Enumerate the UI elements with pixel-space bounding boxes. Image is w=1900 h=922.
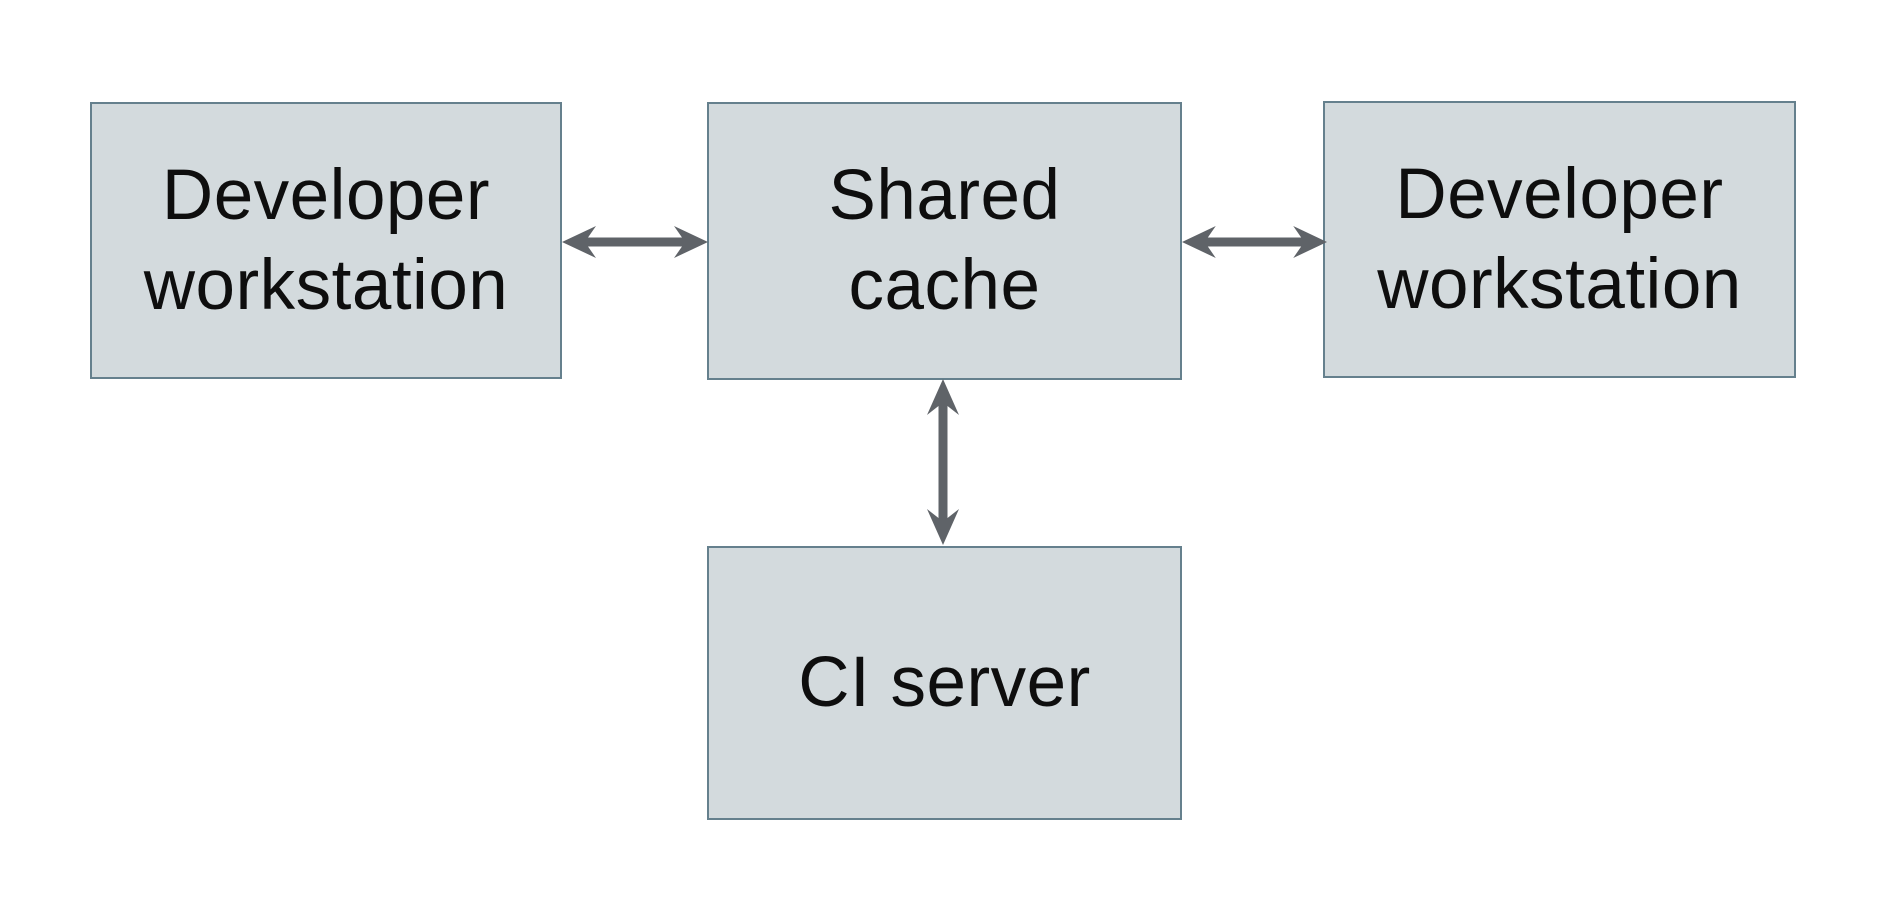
bidirectional-arrow-icon-workstation-left-to-cache	[562, 224, 708, 260]
node-ci-server: CI server	[707, 546, 1182, 820]
node-label-line: Shared	[828, 156, 1061, 235]
bidirectional-arrow-icon-cache-to-workstation-right	[1182, 224, 1327, 260]
node-developer-workstation-right: Developer workstation	[1323, 101, 1796, 378]
node-label-line: Developer	[1395, 154, 1724, 234]
node-label-line: workstation	[143, 245, 509, 325]
node-label-line: cache	[848, 246, 1041, 325]
node-label-line: CI server	[798, 643, 1091, 722]
node-developer-workstation-left: Developer workstation	[90, 102, 562, 379]
bidirectional-arrow-icon-cache-to-ci-server	[925, 379, 961, 545]
node-label-line: Developer	[161, 155, 491, 235]
node-shared-cache: Shared cache	[707, 102, 1182, 380]
node-label-line: workstation	[1377, 244, 1742, 324]
